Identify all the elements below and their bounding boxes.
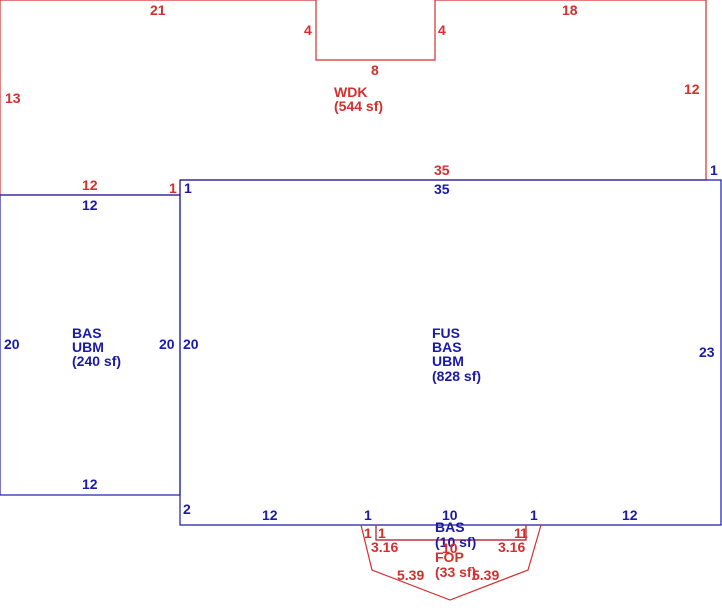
small-bas-label: BAS	[435, 519, 465, 535]
fop-dim-right-angle: 5.39	[472, 567, 499, 583]
main-block-dim-bottom-mid-left: 1	[364, 507, 372, 523]
wdk-label: WDK	[334, 84, 367, 100]
fop-outline	[360, 524, 542, 601]
left-block-dim-bottom: 12	[82, 476, 98, 492]
fop-dim-left-short: 3.16	[371, 539, 398, 555]
left-block-label-2: UBM	[72, 339, 104, 355]
wdk-dim-left: 13	[5, 90, 21, 106]
wdk-area: (544 sf)	[334, 98, 383, 114]
wdk-dim-right: 12	[684, 81, 700, 97]
wdk-dim-notch-left: 4	[304, 22, 312, 38]
main-block-label-3: UBM	[432, 353, 464, 369]
main-block-label-2: BAS	[432, 339, 462, 355]
main-block-dim-right: 23	[699, 344, 715, 360]
left-block-dim-top: 12	[82, 197, 98, 213]
fop-dim-right-step: 1	[520, 525, 528, 541]
main-block-area: (828 sf)	[432, 368, 481, 384]
small-bas-dim-bottom: 10	[442, 540, 458, 556]
main-block-dim-bottom-right: 12	[622, 507, 638, 523]
main-block-dim-bottom-left: 12	[262, 507, 278, 523]
left-block-dim-left: 20	[4, 336, 20, 352]
left-block-area: (240 sf)	[72, 353, 121, 369]
left-block-dim-right: 20	[159, 336, 175, 352]
main-block-dim-bottom-mid-right: 1	[530, 507, 538, 523]
main-block-dim-top-left: 1	[184, 180, 192, 196]
fop-label: FOP	[435, 549, 464, 565]
main-block-dim-top: 35	[434, 181, 450, 197]
small-bas-dim-left: 1	[364, 525, 372, 541]
wdk-dim-bottom-left: 12	[82, 177, 98, 193]
small-bas-area: (10 sf)	[435, 534, 476, 550]
wdk-dim-notch-right: 4	[438, 22, 446, 38]
fop-dim-left-angle: 5.39	[397, 567, 424, 583]
wdk-dim-bottom: 35	[434, 162, 450, 178]
main-block-dim-bottom-left-step: 2	[183, 501, 191, 517]
fop-dim-left-step: 1	[378, 525, 386, 541]
main-block-dim-left: 20	[183, 336, 199, 352]
wdk-dim-notch-bottom: 8	[371, 62, 379, 78]
main-block-dim-bottom-mid: 10	[442, 507, 458, 523]
wdk-dim-corner: 1	[710, 162, 718, 178]
main-block-label-1: FUS	[432, 325, 460, 341]
wdk-dim-top-right: 18	[562, 2, 578, 18]
fop-inner-outline	[375, 525, 527, 541]
small-bas-dim-right: 1	[514, 525, 522, 541]
fop-dim-right-short: 3.16	[498, 539, 525, 555]
wdk-dim-step: 1	[169, 180, 177, 196]
fop-area: (33 sf)	[435, 564, 476, 580]
main-block-outline	[179, 179, 722, 526]
wdk-dim-top-left: 21	[150, 2, 166, 18]
left-block-label-1: BAS	[72, 325, 102, 341]
